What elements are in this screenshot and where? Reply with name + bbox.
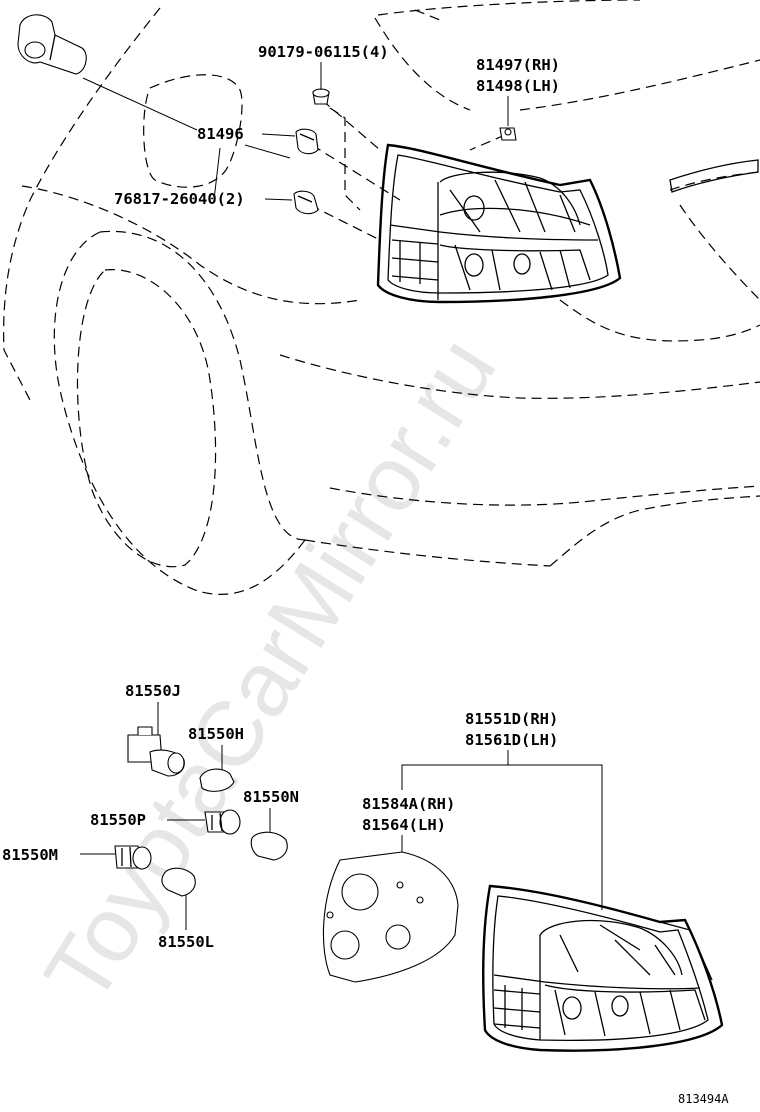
label-bulb-81550L: 81550L bbox=[158, 933, 214, 951]
screw-icon bbox=[312, 88, 330, 105]
fuel-cap-key-icon bbox=[17, 14, 87, 75]
label-clip-76817: 76817-26040(2) bbox=[114, 190, 245, 208]
bulb-81550N-icon bbox=[250, 831, 288, 861]
leader-lines-top bbox=[82, 62, 509, 201]
label-bulb-81550H: 81550H bbox=[188, 725, 244, 743]
label-lens-rh: 81551D(RH) bbox=[465, 710, 558, 728]
fastener-hardware bbox=[293, 88, 517, 215]
label-screw-90179: 90179-06115(4) bbox=[258, 43, 389, 61]
socket-81550M-icon bbox=[114, 845, 152, 870]
bulb-81550H-icon bbox=[199, 768, 235, 792]
label-bulb-81550M: 81550M bbox=[2, 846, 58, 864]
label-nut-lh: 81498(LH) bbox=[476, 77, 560, 95]
car-body-outline bbox=[3, 0, 760, 595]
clip-icon bbox=[293, 190, 319, 215]
tail-lamp-installed bbox=[376, 143, 622, 304]
lamp-gasket-icon bbox=[322, 851, 459, 983]
label-gasket-81496: 81496 bbox=[197, 125, 244, 143]
label-bulb-81550P: 81550P bbox=[90, 811, 146, 829]
rear-combination-lamp-icon bbox=[481, 884, 724, 1052]
label-bulb-81550J: 81550J bbox=[125, 682, 181, 700]
label-nut-rh: 81497(RH) bbox=[476, 56, 560, 74]
gasket-clip-icon bbox=[295, 128, 319, 155]
fastener-guides bbox=[309, 99, 506, 241]
nut-icon bbox=[499, 127, 517, 141]
bulb-81550L-icon bbox=[161, 867, 196, 897]
socket-81550P-icon bbox=[204, 809, 241, 835]
label-bulb-81550N: 81550N bbox=[243, 788, 299, 806]
label-lens-lh: 81561D(LH) bbox=[465, 731, 558, 749]
socket-81550J-icon bbox=[127, 726, 185, 777]
figure-code: 813494A bbox=[678, 1092, 729, 1106]
label-gasket-rh: 81584A(RH) bbox=[362, 795, 455, 813]
leader-lines-bulbs bbox=[80, 702, 271, 930]
label-gasket-lh: 81564(LH) bbox=[362, 816, 446, 834]
